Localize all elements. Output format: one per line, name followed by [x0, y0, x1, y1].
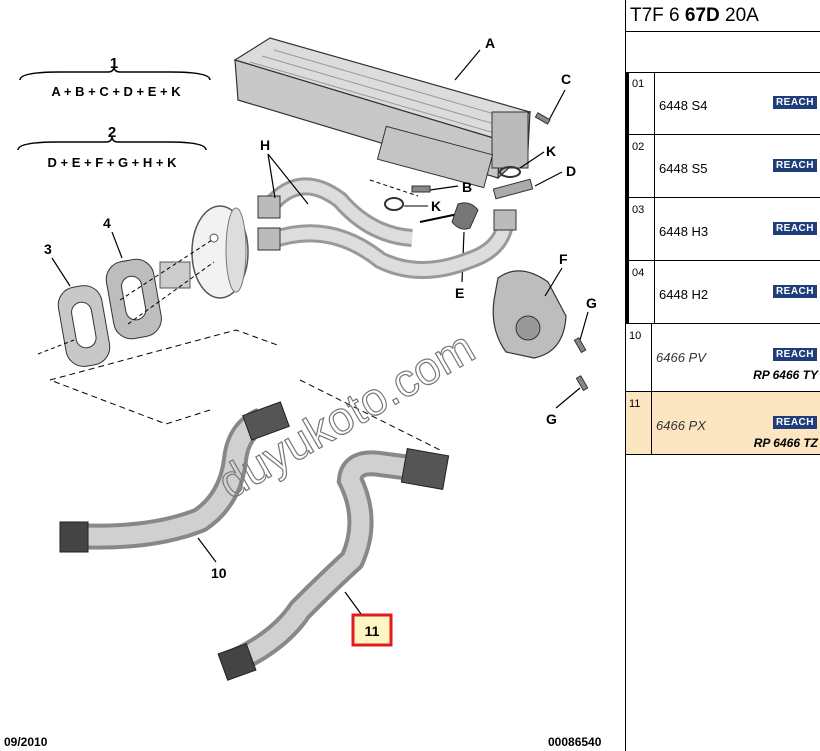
formula-1-number: 1 — [110, 55, 118, 72]
reach-badge: REACH — [772, 96, 817, 109]
label-e: E — [455, 285, 464, 301]
part-code[interactable]: 6448 H2 — [659, 287, 709, 302]
part-row[interactable]: 11 6466 PX REACH RP 6466 TZ — [626, 392, 820, 455]
part-row[interactable]: 10 6466 PV REACH RP 6466 TY — [626, 324, 820, 392]
label-4: 4 — [103, 215, 111, 231]
formula-2-number: 2 — [108, 124, 116, 141]
label-g-top: G — [586, 295, 597, 311]
part-code[interactable]: 6466 PX — [656, 418, 706, 433]
label-g-bottom: G — [546, 411, 557, 427]
reach-badge: REACH — [772, 222, 817, 235]
part-code[interactable]: 6448 S5 — [659, 161, 708, 176]
parts-panel: T7F 6 67D 20A 01 6448 S4 REACH 02 6448 S5 REA… — [625, 0, 820, 751]
part-row[interactable]: 03 6448 H3 REACH — [626, 198, 820, 261]
label-k-left: K — [431, 198, 441, 214]
part-index: 04 — [629, 261, 655, 323]
part-row[interactable]: 04 6448 H2 REACH — [626, 261, 820, 324]
parts-diagram: 1 A + B + C + D + E + K 2 D + E + F + G … — [4, 35, 602, 749]
label-d: D — [566, 163, 576, 179]
formula-2-brace — [17, 135, 207, 151]
part-row[interactable]: 02 6448 S5 REACH — [626, 135, 820, 198]
panel-blank-row — [626, 32, 820, 73]
label-a: A — [485, 35, 495, 51]
part-code[interactable]: 6466 PV — [656, 350, 706, 365]
label-10: 10 — [211, 565, 227, 581]
panel-title: T7F 6 67D 20A — [626, 0, 820, 32]
label-c: C — [561, 71, 571, 87]
part-index: 11 — [626, 392, 652, 454]
reach-badge: REACH — [772, 416, 817, 429]
footer-ref: 00086540 — [548, 735, 602, 749]
valve-assembly — [492, 270, 567, 359]
part-row[interactable]: 01 6448 S4 REACH — [626, 72, 820, 135]
formula-2-text: D + E + F + G + H + K — [48, 155, 178, 170]
label-b: B — [462, 179, 472, 195]
part-index: 01 — [629, 72, 655, 134]
reach-badge: REACH — [772, 348, 817, 361]
label-h: H — [260, 137, 270, 153]
part-code[interactable]: 6448 S4 — [659, 98, 708, 113]
part-code[interactable]: 6448 H3 — [659, 224, 709, 239]
part-sub-code: RP 6466 TZ — [753, 436, 818, 450]
footer-date: 09/2010 — [4, 735, 48, 749]
reach-badge: REACH — [772, 159, 817, 172]
heater-core — [233, 37, 532, 189]
part-index: 03 — [629, 198, 655, 260]
label-f: F — [559, 251, 568, 267]
reach-badge: REACH — [772, 285, 817, 298]
label-11: 11 — [365, 623, 380, 639]
label-k-top: K — [546, 143, 556, 159]
formula-1-brace — [19, 65, 211, 81]
part-sub-code: RP 6466 TY — [753, 368, 818, 382]
label-3: 3 — [44, 241, 52, 257]
formula-1-text: A + B + C + D + E + K — [51, 84, 181, 99]
part-index: 02 — [629, 135, 655, 197]
part-index: 10 — [626, 324, 652, 391]
